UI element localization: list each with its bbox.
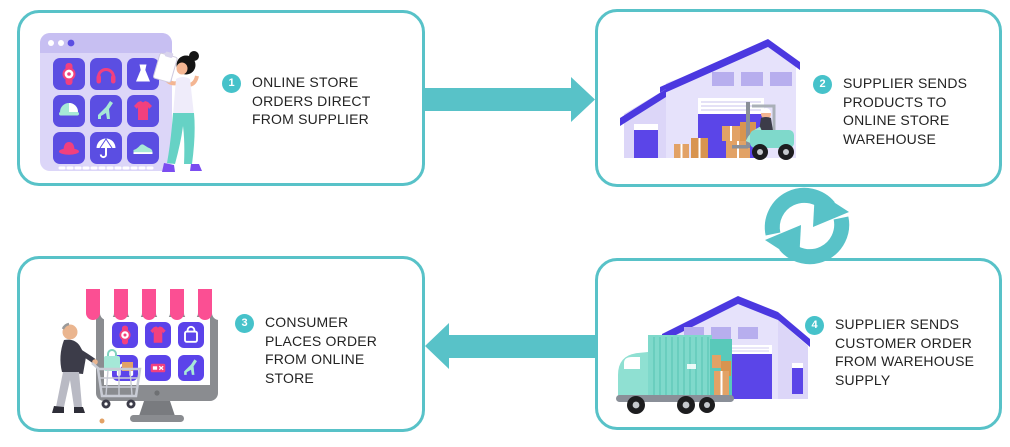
step1-marker: 1 ONLINE STORE ORDERS DIRECT FROM SUPPLI… bbox=[222, 73, 371, 129]
product-tile-grid bbox=[53, 58, 159, 164]
step2-marker: 2 SUPPLIER SENDS PRODUCTS TO ONLINE STOR… bbox=[813, 74, 967, 148]
step4-panel: 4 SUPPLIER SENDS CUSTOMER ORDER FROM WAR… bbox=[595, 258, 1002, 430]
arrow-step1-to-step2 bbox=[425, 77, 595, 122]
window-dot bbox=[58, 40, 64, 46]
step2-label: SUPPLIER SENDS PRODUCTS TO ONLINE STORE … bbox=[843, 75, 968, 147]
step3-marker: 3 CONSUMER PLACES ORDER FROM ONLINE STOR… bbox=[235, 313, 377, 387]
step1-panel: 1 ONLINE STORE ORDERS DIRECT FROM SUPPLI… bbox=[17, 10, 425, 186]
sale-tag-icon bbox=[150, 363, 166, 373]
clipboard bbox=[153, 51, 178, 83]
refresh-cycle-icon bbox=[764, 187, 850, 265]
step3-number-badge: 3 bbox=[235, 314, 254, 333]
delivery-truck bbox=[616, 335, 734, 414]
woman-with-clipboard bbox=[153, 51, 202, 172]
striped-awning bbox=[86, 289, 226, 320]
dropped-item bbox=[99, 418, 105, 424]
consumer-with-cart bbox=[52, 322, 142, 424]
window-dot bbox=[48, 40, 54, 46]
step4-label: SUPPLIER SENDS CUSTOMER ORDER FROM WAREH… bbox=[835, 316, 975, 388]
step4-number-badge: 4 bbox=[805, 316, 824, 335]
forklift-with-driver bbox=[732, 102, 794, 160]
window-dot bbox=[67, 39, 75, 47]
step3-panel: 3 CONSUMER PLACES ORDER FROM ONLINE STOR… bbox=[17, 256, 425, 432]
warehouse-forklift-illustration bbox=[620, 39, 800, 160]
step1-label: ONLINE STORE ORDERS DIRECT FROM SUPPLIER bbox=[252, 74, 371, 127]
online-storefront-consumer-illustration bbox=[52, 289, 226, 424]
step4-marker: 4 SUPPLIER SENDS CUSTOMER ORDER FROM WAR… bbox=[805, 315, 974, 389]
step3-label: CONSUMER PLACES ORDER FROM ONLINE STORE bbox=[265, 314, 378, 386]
shopping-cart bbox=[91, 349, 142, 409]
browser-window bbox=[40, 33, 172, 171]
step2-number-badge: 2 bbox=[813, 75, 832, 94]
arrow-step4-to-step3 bbox=[425, 323, 595, 369]
delivery-truck-warehouse-illustration bbox=[616, 296, 810, 414]
step2-panel: 2 SUPPLIER SENDS PRODUCTS TO ONLINE STOR… bbox=[595, 9, 1002, 187]
step1-number-badge: 1 bbox=[222, 74, 241, 93]
online-store-catalog-illustration bbox=[40, 33, 202, 172]
